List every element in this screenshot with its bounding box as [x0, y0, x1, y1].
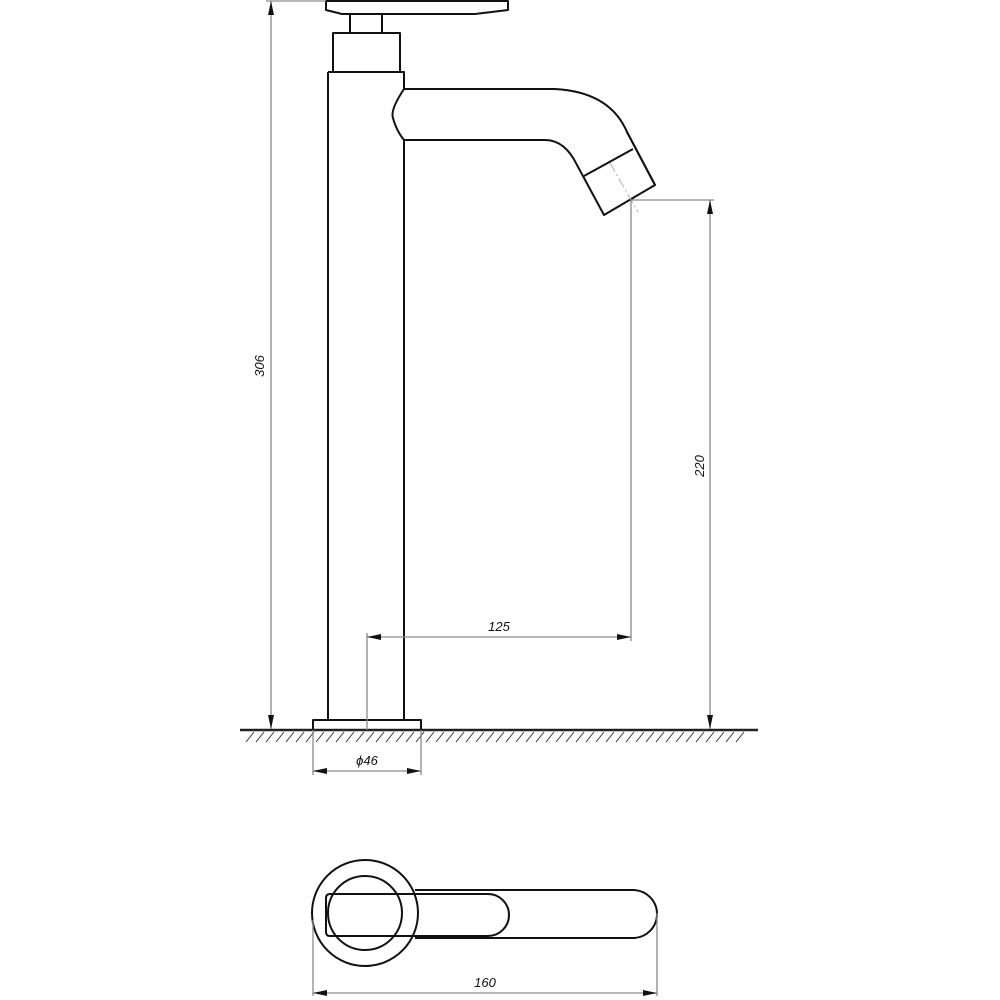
top-plan-view: 160 [311, 859, 658, 996]
cartridge-cap [332, 32, 401, 73]
dim-text-handle-length: 160 [474, 975, 496, 990]
dimension-spout-reach: 125 [366, 200, 632, 730]
dimension-base-diameter: ϕ46 [312, 730, 422, 775]
handle-plan-grip [325, 893, 510, 937]
aerator-center-line [609, 162, 639, 213]
dim-text-spout-reach: 125 [488, 619, 510, 634]
handle-plan-outer [415, 889, 658, 939]
body-column [327, 71, 405, 720]
dim-text-base-diameter: ϕ46 [356, 753, 378, 768]
dim-text-total-height: 306 [252, 354, 267, 376]
ground-hatching [245, 731, 745, 743]
escutcheon-inner-ring [327, 875, 403, 951]
dimension-spout-height: 220 [631, 199, 714, 729]
dim-text-spout-height: 220 [692, 454, 707, 477]
side-elevation-view: 306 220 125 ϕ46 [240, 0, 758, 775]
dimension-total-height: 306 [252, 0, 326, 729]
escutcheon-outer-ring [311, 859, 419, 967]
handle-lever [325, 0, 509, 15]
dimension-handle-length: 160 [312, 913, 658, 996]
aerator [583, 131, 656, 186]
spout [391, 88, 656, 216]
handle-stem [349, 14, 383, 33]
